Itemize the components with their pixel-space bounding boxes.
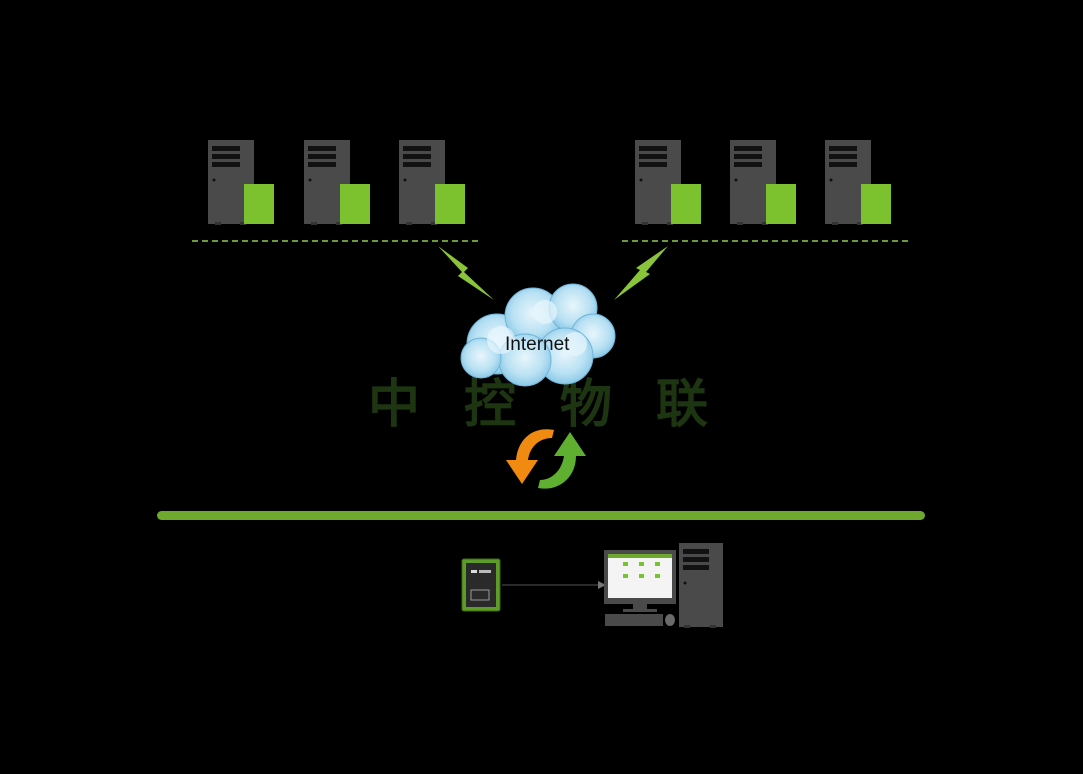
server-icon: [208, 140, 274, 225]
network-line-right: [622, 240, 908, 242]
watermark-char: 物: [560, 375, 613, 435]
desktop-tower-icon: [679, 543, 723, 628]
network-line-left: [192, 240, 478, 242]
server-icon: [825, 140, 891, 225]
lightning-bolt-left-icon: [438, 246, 494, 300]
monitor-icon: [604, 550, 676, 626]
internet-cloud-icon: [460, 283, 616, 387]
connection-arrow: [502, 581, 606, 589]
watermark-char: 控: [464, 375, 517, 435]
watermark-char: 中: [368, 375, 421, 435]
server-icon: [304, 140, 370, 225]
lightning-bolt-right-icon: [614, 246, 668, 300]
server-icon: [399, 140, 465, 225]
watermark-char: 联: [656, 375, 709, 435]
brand-watermark: 中 控 物 联: [368, 362, 728, 435]
backbone-bar: [157, 511, 925, 520]
access-terminal-icon: [461, 558, 501, 612]
internet-label: Internet: [505, 334, 570, 355]
server-icon: [635, 140, 701, 225]
server-icon: [730, 140, 796, 225]
sync-arrows-icon: [506, 429, 586, 489]
